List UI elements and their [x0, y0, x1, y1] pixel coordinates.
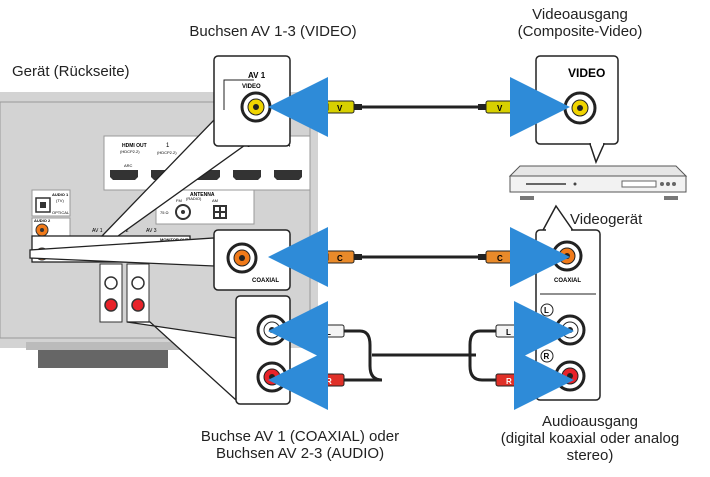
receiver-foot: [38, 348, 168, 368]
callout-video-label: VIDEO: [242, 84, 261, 90]
video-output-box: VIDEO: [535, 55, 619, 165]
arc-label: ARC: [124, 163, 133, 168]
audio-r-plug-left-label: R: [326, 377, 332, 386]
coax-plug-left-label: C: [337, 254, 343, 263]
hdmi-out-port: [110, 170, 138, 180]
audio-l-plug-left-label: L: [326, 328, 331, 337]
coax-plug-right-label: C: [497, 254, 503, 263]
hdmi-1-label: 1: [166, 143, 170, 149]
av3-audio-column: [126, 263, 150, 323]
hdmi-out-sub-label: (HDCP2.2): [120, 149, 140, 154]
caption-av13-video-jacks: Buchsen AV 1-3 (VIDEO): [189, 23, 357, 40]
receiver-base: [26, 342, 182, 350]
caption-video-output-1: Videoausgang: [532, 6, 628, 23]
hdmi-out-label: HDMI OUT: [122, 143, 147, 149]
callout-coaxial-label: COAXIAL: [252, 278, 279, 284]
receiver-inner-frame: [0, 101, 311, 339]
caption-video-output-2: (Composite-Video): [517, 23, 643, 40]
video-device-icon: [508, 165, 688, 200]
hdmi-3-port: [233, 170, 261, 180]
caption-bottom-jacks-1: Buchse AV 1 (COAXIAL) oder: [200, 428, 400, 445]
channel-l-text: L: [544, 306, 549, 315]
audio-r-plug-right-label: R: [506, 377, 512, 386]
video-plug-left-label: V: [337, 104, 343, 113]
caption-bottom-jacks-2: Buchsen AV 2-3 (AUDIO): [215, 445, 385, 462]
caption-video-device: Videogerät: [570, 211, 643, 228]
coax-cable: C C: [268, 227, 570, 287]
monitor-out-label: MONITOR OUT: [160, 237, 189, 242]
tv-label: (TV): [56, 198, 64, 203]
fm-label: FM: [176, 198, 182, 203]
audio-input-section: AUDIO 1 (TV) OPTICAL AUDIO 2: [31, 189, 71, 241]
device-coaxial-label: COAXIAL: [554, 278, 581, 284]
video-output-label: VIDEO: [568, 66, 605, 80]
audio-l-plug-right-label: L: [506, 328, 511, 337]
video-plug-right-label: V: [497, 104, 503, 113]
av2-audio-column: [99, 263, 123, 323]
caption-audio-output-3: stereo): [566, 447, 614, 464]
audio-cable: L R L R: [268, 301, 574, 410]
audio-output-box: COAXIAL L R: [535, 204, 601, 401]
av-audio-columns: [99, 263, 150, 323]
optical-label: OPTICAL: [52, 210, 70, 215]
av1-small-label: AV 1: [92, 228, 103, 234]
hdmi-4-label: 4: [287, 143, 291, 149]
radio-label: (RADIO): [186, 196, 202, 201]
hdcp-label: (HDCP2.2): [157, 150, 177, 155]
ohm-label: 75 Ω: [160, 210, 169, 215]
callout-av1-label: AV 1: [248, 71, 266, 80]
caption-audio-output-1: Audioausgang: [542, 413, 638, 430]
am-label: AM: [212, 198, 218, 203]
audio2-label: AUDIO 2: [34, 218, 51, 223]
caption-device-rear: Gerät (Rückseite): [12, 63, 130, 80]
video-cable: V V: [268, 77, 570, 137]
antenna-label: ANTENNA: [190, 192, 215, 198]
caption-audio-output-2: (digital koaxial oder analog: [500, 430, 680, 447]
hdmi-4-port: [274, 170, 302, 180]
audio1-label: AUDIO 1: [52, 192, 69, 197]
channel-r-text: R: [544, 352, 550, 361]
av3-small-label: AV 3: [146, 228, 157, 234]
